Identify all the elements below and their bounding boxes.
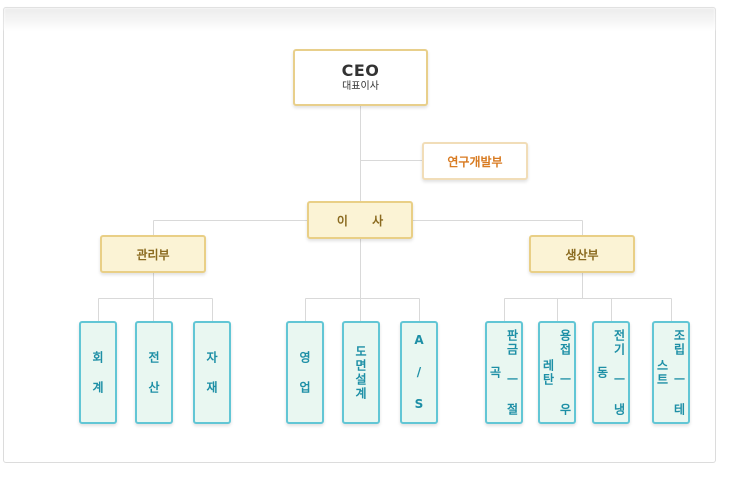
director-box: 이 사: [307, 201, 413, 239]
production-dept-box: 생산부: [529, 235, 635, 273]
team-box-computing: 전 산: [135, 321, 173, 424]
team-box-accounting: 회 계: [79, 321, 117, 424]
team-box-materials: 자 재: [193, 321, 231, 424]
rnd-box: 연구개발부: [422, 142, 528, 180]
team-box-after-service: A / S: [400, 321, 438, 424]
ceo-title: CEO: [341, 61, 380, 80]
team-box-assembly-test: 조립 ㅡ 테스트: [652, 321, 690, 424]
team-box-sales: 영 업: [286, 321, 324, 424]
team-box-sheet-metal-bending: 판금 ㅡ 절곡: [485, 321, 523, 424]
frame-header-shade: [4, 8, 715, 30]
team-box-drawing-design: 도면설계: [342, 321, 380, 424]
ceo-subtitle: 대표이사: [342, 81, 379, 92]
team-box-welding-urethane: 용접 ㅡ 우레탄: [538, 321, 576, 424]
admin-dept-box: 관리부: [100, 235, 206, 273]
team-box-electric-refrigeration: 전기 ㅡ 냉동: [592, 321, 630, 424]
ceo-box: CEO 대표이사: [293, 49, 428, 106]
